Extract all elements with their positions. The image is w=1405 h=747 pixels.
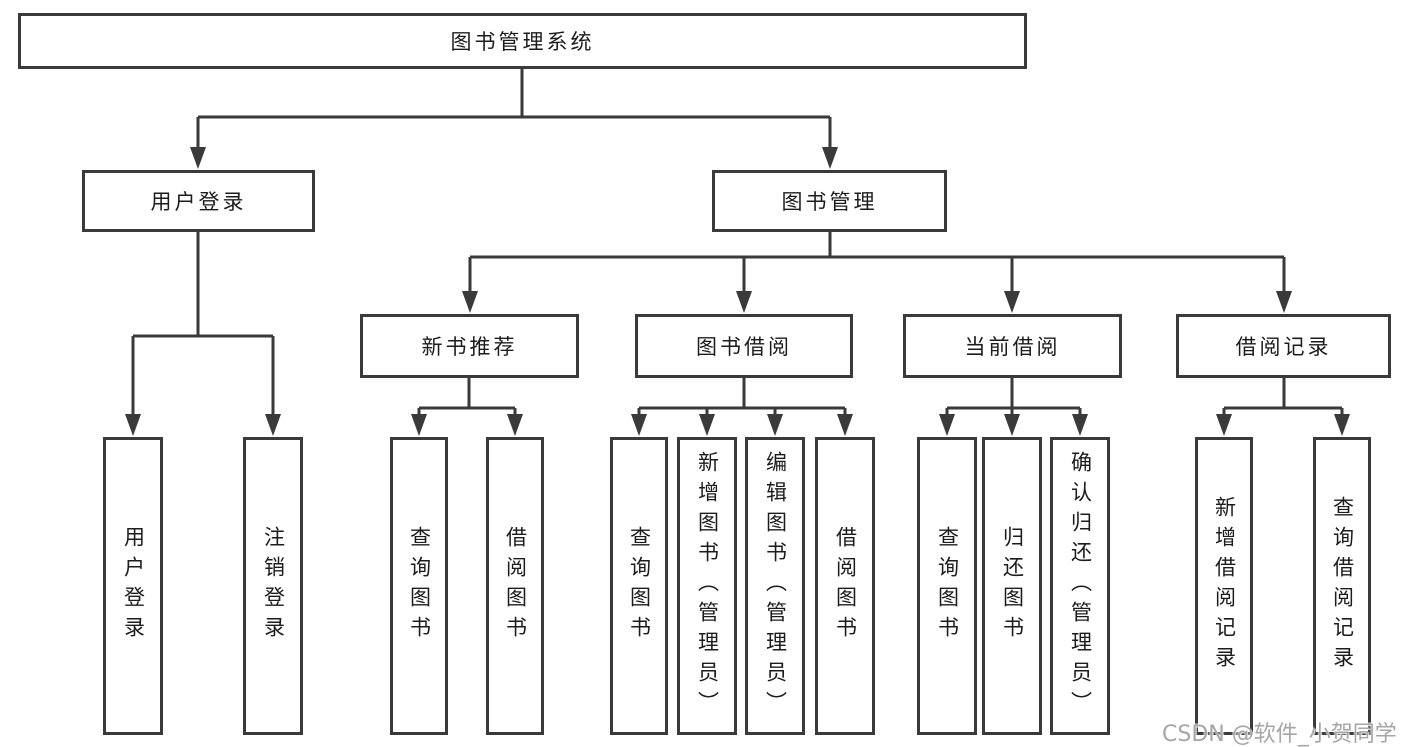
node-user-login: 用户登录 [82,170,315,232]
arrow-icon [837,414,853,436]
leaf-borrow-books-borrowing: 借阅图书 [815,437,875,735]
node-label: 图书管理 [781,190,878,214]
leaf-logout: 注销登录 [243,437,303,735]
leaf-query-books-borrowing: 查询图书 [610,437,668,735]
leaf-add-book-admin: 新增图书（管理员） [677,437,737,735]
arrow-icon [1004,291,1020,313]
node-label: 用户登录 [150,190,247,214]
leaf-user-login: 用户登录 [103,437,163,735]
node-label: 归还图书 [1000,526,1025,646]
node-label: 确认归还（管理员） [1068,451,1093,721]
node-label: 注销登录 [261,526,286,646]
arrow-icon [1334,414,1350,436]
watermark: CSDN @软件_小贺同学 [1162,722,1397,747]
node-new-book-recommendation: 新书推荐 [360,314,579,378]
leaf-query-books-current: 查询图书 [917,437,977,735]
arrow-icon [190,147,206,169]
arrowheads [125,147,1350,436]
node-label: 新书推荐 [421,335,518,359]
node-label: 借阅图书 [503,526,528,646]
node-label: 新增借阅记录 [1212,496,1237,676]
arrow-icon [125,414,141,436]
arrow-icon [631,414,647,436]
leaf-query-books-recommend: 查询图书 [390,437,448,735]
arrow-icon [265,414,281,436]
arrow-icon [462,291,478,313]
node-borrowing-records: 借阅记录 [1176,314,1391,378]
node-label: 借阅图书 [833,526,858,646]
leaf-confirm-return-admin: 确认归还（管理员） [1050,437,1110,735]
leaf-return-books: 归还图书 [982,437,1042,735]
node-book-management: 图书管理 [712,170,947,232]
node-label: 查询借阅记录 [1330,496,1355,676]
arrow-icon [1072,414,1088,436]
node-label: 借阅记录 [1235,335,1332,359]
node-label: 新增图书（管理员） [695,451,720,721]
node-label: 图书管理系统 [450,30,595,54]
leaf-edit-book-admin: 编辑图书（管理员） [745,437,805,735]
node-book-management-system: 图书管理系统 [18,13,1027,69]
leaf-borrow-books-recommend: 借阅图书 [486,437,544,735]
arrow-icon [699,414,715,436]
node-label: 查询图书 [935,526,960,646]
arrow-icon [411,414,427,436]
arrow-icon [1216,414,1232,436]
node-label: 当前借阅 [964,335,1061,359]
node-label: 编辑图书（管理员） [763,451,788,721]
node-label: 用户登录 [121,526,146,646]
arrow-icon [822,147,838,169]
node-label: 图书借阅 [696,335,792,359]
arrow-icon [736,291,752,313]
node-current-borrowing: 当前借阅 [903,314,1122,378]
leaf-query-borrow-record: 查询借阅记录 [1313,437,1371,735]
arrow-icon [507,414,523,436]
arrow-icon [939,414,955,436]
node-label: 查询图书 [627,526,652,646]
node-label: 查询图书 [407,526,432,646]
node-book-borrowing: 图书借阅 [635,314,853,378]
arrow-icon [1004,414,1020,436]
arrow-icon [767,414,783,436]
arrow-icon [1276,291,1292,313]
leaf-add-borrow-record: 新增借阅记录 [1195,437,1253,735]
